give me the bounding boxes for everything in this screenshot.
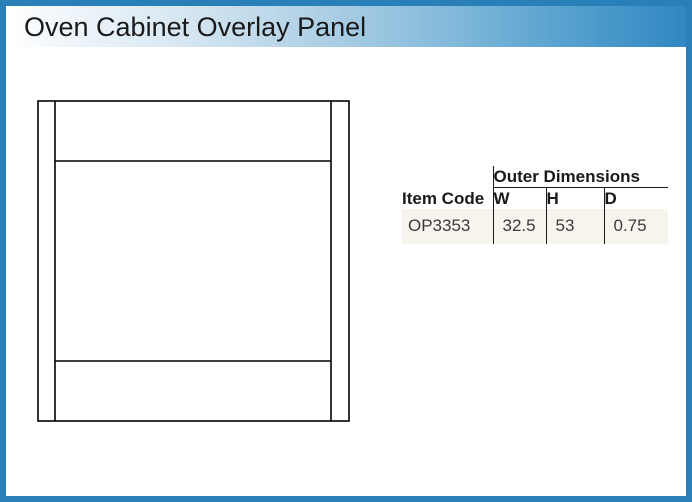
column-header-w: W bbox=[492, 187, 546, 209]
cabinet-diagram bbox=[26, 86, 366, 436]
cell-width: 32.5 bbox=[492, 208, 546, 244]
table-column-header-row: Item Code W H D bbox=[402, 187, 669, 209]
group-header-outer-dimensions: Outer Dimensions bbox=[492, 166, 669, 188]
column-header-item-code: Item Code bbox=[402, 188, 485, 208]
table-row: OP3353 32.5 53 0.75 bbox=[402, 208, 669, 244]
table-group-header-row: Outer Dimensions bbox=[402, 166, 669, 188]
cell-item-code: OP3353 bbox=[402, 208, 493, 244]
page-header-band bbox=[12, 6, 686, 47]
cabinet-outer-frame bbox=[37, 100, 350, 422]
column-header-h: H bbox=[545, 187, 604, 209]
cabinet-diagram-svg bbox=[37, 100, 350, 422]
dimensions-table: Outer Dimensions Item Code W H D OP3353 … bbox=[402, 166, 669, 244]
column-header-d: D bbox=[603, 187, 669, 209]
group-header-blank-cell bbox=[402, 166, 493, 188]
page-title: Oven Cabinet Overlay Panel bbox=[24, 12, 367, 42]
cell-height: 53 bbox=[545, 208, 604, 244]
dimensions-table-container: Outer Dimensions Item Code W H D OP3353 … bbox=[402, 166, 669, 244]
cell-depth: 0.75 bbox=[603, 208, 669, 244]
